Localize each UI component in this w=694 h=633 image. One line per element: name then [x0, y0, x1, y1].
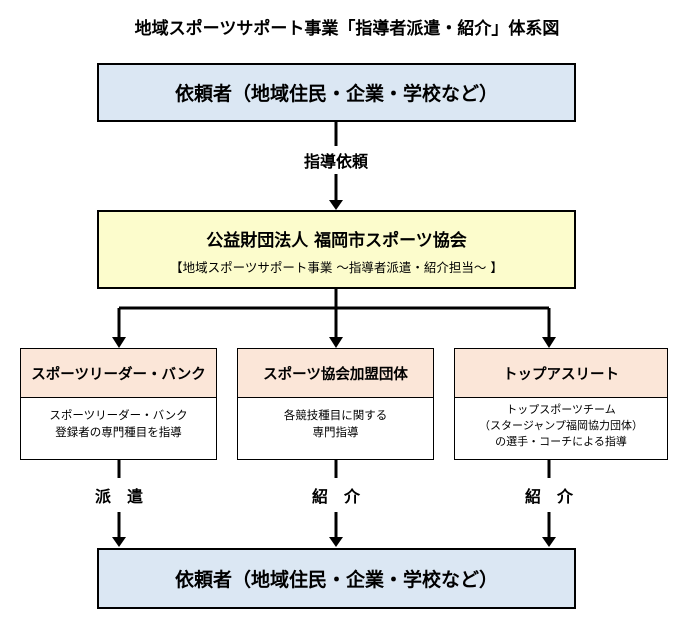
- category-description: スポーツリーダー・バンク 登録者の専門種目を指導: [21, 398, 216, 441]
- category-box-leader-bank: スポーツリーダー・バンク スポーツリーダー・バンク 登録者の専門種目を指導: [20, 348, 217, 460]
- requester-top-box: 依頼者（地域住民・企業・学校など）: [97, 63, 576, 122]
- organization-box: 公益財団法人 福岡市スポーツ協会 【地域スポーツサポート事業 ～指導者派遣・紹介…: [97, 210, 576, 289]
- description-line: （スタージャンプ福岡協力団体）: [479, 419, 643, 432]
- arrow-to-category-3: [542, 337, 556, 348]
- arrow-to-requester-3: [542, 537, 556, 547]
- arrow-to-category-1: [112, 337, 126, 348]
- description-line: の選手・コーチによる指導: [495, 435, 627, 448]
- description-line: 各競技種目に関する: [283, 408, 388, 422]
- category-name: スポーツ協会加盟団体: [238, 349, 433, 398]
- category-description: 各競技種目に関する 専門指導: [238, 398, 433, 441]
- organization-name: 公益財団法人 福岡市スポーツ協会: [206, 231, 467, 251]
- description-line: トップスポーツチーム: [506, 403, 616, 416]
- organization-subtitle: 【地域スポーツサポート事業 ～指導者派遣・紹介担当～ 】: [170, 260, 503, 275]
- category-box-member-organizations: スポーツ協会加盟団体 各競技種目に関する 専門指導: [237, 348, 434, 460]
- description-line: 専門指導: [312, 425, 359, 439]
- description-line: 登録者の専門種目を指導: [55, 425, 182, 439]
- request-label: 指導依頼: [282, 148, 390, 172]
- category-description: トップスポーツチーム （スタージャンプ福岡協力団体） の選手・コーチによる指導: [455, 398, 667, 450]
- arrow-to-requester-1: [112, 537, 126, 547]
- arrow-to-organization: [329, 200, 343, 210]
- action-label-dispatch: 派 遣: [69, 483, 169, 507]
- requester-bottom-box: 依頼者（地域住民・企業・学校など）: [97, 548, 576, 609]
- description-line: スポーツリーダー・バンク: [49, 408, 188, 422]
- action-label-introduce: 紹 介: [286, 483, 386, 507]
- action-label-introduce: 紹 介: [499, 483, 599, 507]
- diagram-title: 地域スポーツサポート事業「指導者派遣・紹介」体系図: [134, 19, 560, 39]
- category-name: スポーツリーダー・バンク: [21, 349, 216, 398]
- category-box-top-athlete: トップアスリート トップスポーツチーム （スタージャンプ福岡協力団体） の選手・…: [454, 348, 668, 460]
- arrow-to-category-2: [329, 337, 343, 348]
- arrow-to-requester-2: [329, 537, 343, 547]
- category-name: トップアスリート: [455, 349, 667, 398]
